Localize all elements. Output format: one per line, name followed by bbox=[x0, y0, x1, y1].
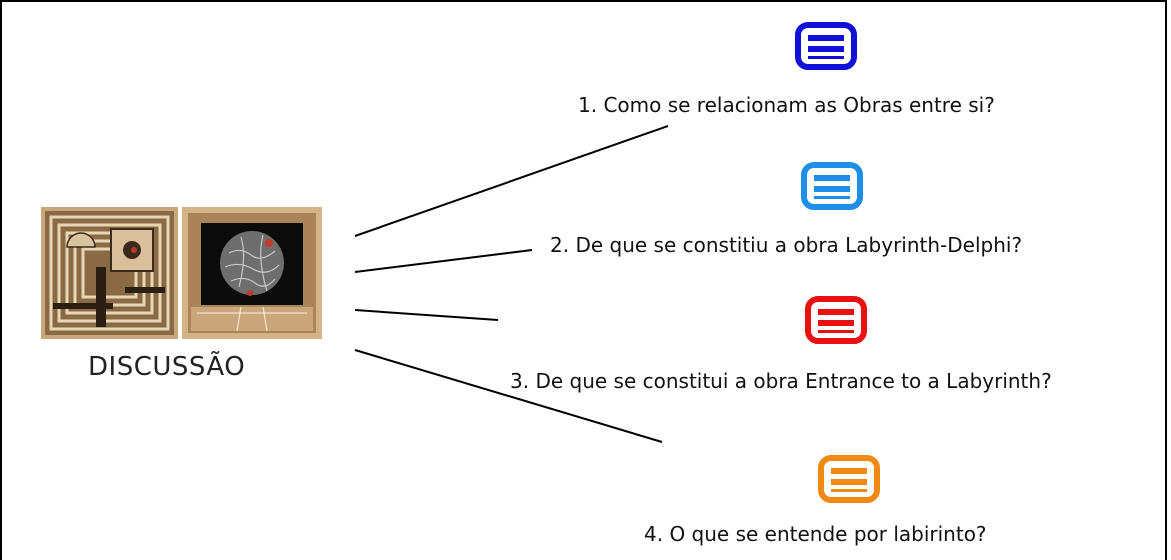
question-4[interactable]: 4. O que se entende por labirinto? bbox=[644, 522, 987, 546]
list-icon[interactable] bbox=[818, 455, 880, 503]
connector-line-3 bbox=[354, 309, 499, 321]
list-icon[interactable] bbox=[801, 162, 863, 210]
question-3[interactable]: 3. De que se constitui a obra Entrance t… bbox=[510, 369, 1052, 393]
labyrinth-delphi-image bbox=[41, 207, 178, 339]
list-icon[interactable] bbox=[805, 296, 867, 344]
connector-line-2 bbox=[354, 249, 533, 273]
discussion-title: DISCUSSÃO bbox=[88, 352, 246, 382]
artwork-images bbox=[41, 207, 322, 339]
list-icon[interactable] bbox=[795, 22, 857, 70]
connector-line-4 bbox=[354, 349, 663, 443]
entrance-to-a-labyrinth-image bbox=[182, 207, 322, 339]
connector-line-1 bbox=[354, 125, 669, 237]
question-1[interactable]: 1. Como se relacionam as Obras entre si? bbox=[578, 93, 995, 117]
question-2[interactable]: 2. De que se constitiu a obra Labyrinth-… bbox=[550, 233, 1023, 257]
